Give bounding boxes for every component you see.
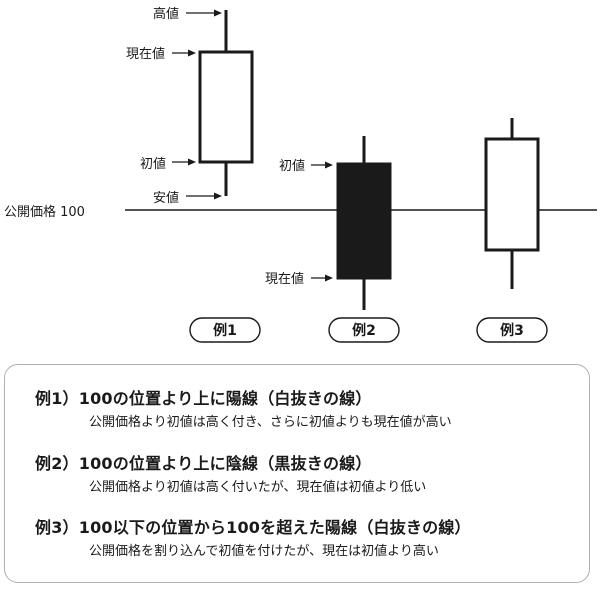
label-current-2: 現在値 [265, 271, 304, 287]
label-high: 高値 [153, 6, 179, 22]
note-body: 公開価格より初値は高く付いたが、現在値は初値より低い [89, 480, 427, 495]
pill-example-2: 例2 [328, 317, 400, 343]
pill-example-1: 例1 [189, 317, 261, 343]
svg-text:例1: 例1 [213, 322, 237, 339]
arrow-low [186, 192, 222, 200]
label-open-1: 初値 [140, 156, 166, 172]
label-low: 安値 [153, 190, 179, 206]
arrow-current-2 [311, 274, 333, 282]
candle-2-body [336, 162, 392, 280]
candle-3-body [484, 137, 540, 252]
arrow-current-1 [172, 49, 196, 57]
candle-example-3 [484, 118, 540, 289]
pill-example-3: 例3 [476, 317, 548, 343]
candle-example-2 [336, 136, 392, 310]
baseline-label: 公開価格 100 [4, 204, 85, 220]
svg-text:例2: 例2 [352, 322, 376, 339]
explanation-panel: 例1）100の位置より上に陽線（白抜きの線） 公開価格より初値は高く付き、さらに… [4, 364, 590, 583]
note-example-2: 例2）100の位置より上に陰線（黒抜きの線） 公開価格より初値は高く付いたが、現… [35, 450, 426, 495]
label-current-1: 現在値 [126, 46, 165, 62]
candle-1-body [198, 50, 254, 164]
note-body: 公開価格を割り込んで初値を付けたが、現在は初値より高い [89, 544, 439, 559]
note-heading: 例1）100の位置より上に陽線（白抜きの線） [35, 389, 372, 408]
arrow-open-2 [311, 161, 333, 169]
candlestick-diagram: 公開価格 100 高値 現在値 初値 安値 初値 現在値 [4, 6, 597, 343]
note-example-3: 例3）100以下の位置から100を超えた陽線（白抜きの線） 公開価格を割り込んで… [35, 514, 471, 559]
note-body: 公開価格より初値は高く付き、さらに初値よりも現在値が高い [89, 415, 452, 430]
svg-text:例3: 例3 [500, 322, 524, 339]
note-heading: 例3）100以下の位置から100を超えた陽線（白抜きの線） [35, 518, 471, 537]
candle-example-1 [198, 10, 254, 196]
arrow-high [186, 9, 222, 17]
label-open-2: 初値 [279, 158, 305, 174]
note-example-1: 例1）100の位置より上に陽線（白抜きの線） 公開価格より初値は高く付き、さらに… [35, 385, 452, 430]
arrow-open-1 [172, 158, 196, 166]
note-heading: 例2）100の位置より上に陰線（黒抜きの線） [35, 454, 372, 473]
